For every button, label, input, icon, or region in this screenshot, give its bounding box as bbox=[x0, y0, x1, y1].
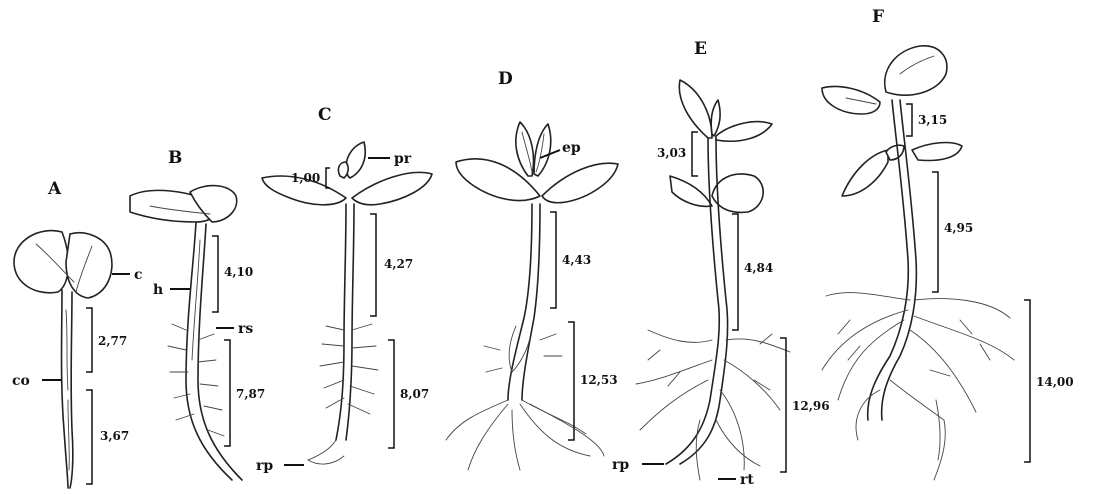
measure-c-3: 8,07 bbox=[400, 387, 429, 401]
measure-c-1: 1,00 bbox=[291, 171, 320, 185]
measure-c-2: 4,27 bbox=[384, 257, 413, 271]
seedling-d: D ep 4,43 12,53 bbox=[446, 69, 618, 470]
measure-b-1: 4,10 bbox=[224, 265, 253, 279]
measure-a-2: 3,67 bbox=[100, 429, 129, 443]
seedling-f: F 3,15 4,95 14,00 bbox=[822, 7, 1074, 480]
stage-label-f: F bbox=[872, 7, 884, 27]
measure-e-2: 4,84 bbox=[744, 261, 773, 275]
seedling-c: C pr rp 1,00 4,27 8,07 bbox=[256, 105, 432, 474]
part-label-rt: rt bbox=[740, 472, 754, 488]
stage-label-a: A bbox=[47, 179, 62, 199]
stage-label-b: B bbox=[168, 148, 182, 168]
measure-f-2: 4,95 bbox=[944, 221, 973, 235]
measure-f-1: 3,15 bbox=[918, 113, 947, 127]
part-label-rp-e: rp bbox=[612, 457, 629, 473]
part-label-ep: ep bbox=[562, 140, 581, 156]
seedling-e: E rp rt 3,03 4,84 12,96 bbox=[612, 39, 830, 488]
stage-label-d: D bbox=[498, 69, 513, 89]
part-label-rs: rs bbox=[238, 321, 253, 337]
part-label-h: h bbox=[153, 282, 163, 298]
measure-a-1: 2,77 bbox=[98, 334, 127, 348]
measure-b-2: 7,87 bbox=[236, 387, 265, 401]
measure-e-3: 12,96 bbox=[792, 399, 830, 413]
measure-d-1: 4,43 bbox=[562, 253, 591, 267]
stage-label-e: E bbox=[694, 39, 707, 59]
part-label-c: c bbox=[134, 267, 143, 283]
measure-f-3: 14,00 bbox=[1036, 375, 1074, 389]
part-label-pr: pr bbox=[394, 151, 412, 167]
seedling-a: A c co 2,77 3,67 bbox=[12, 179, 143, 488]
stage-label-c: C bbox=[318, 105, 332, 125]
measure-e-1: 3,03 bbox=[657, 146, 686, 160]
seedling-b: B h rs 4,10 7,87 bbox=[130, 148, 265, 480]
part-label-rp: rp bbox=[256, 458, 273, 474]
measure-d-2: 12,53 bbox=[580, 373, 618, 387]
part-label-co: co bbox=[12, 373, 30, 389]
